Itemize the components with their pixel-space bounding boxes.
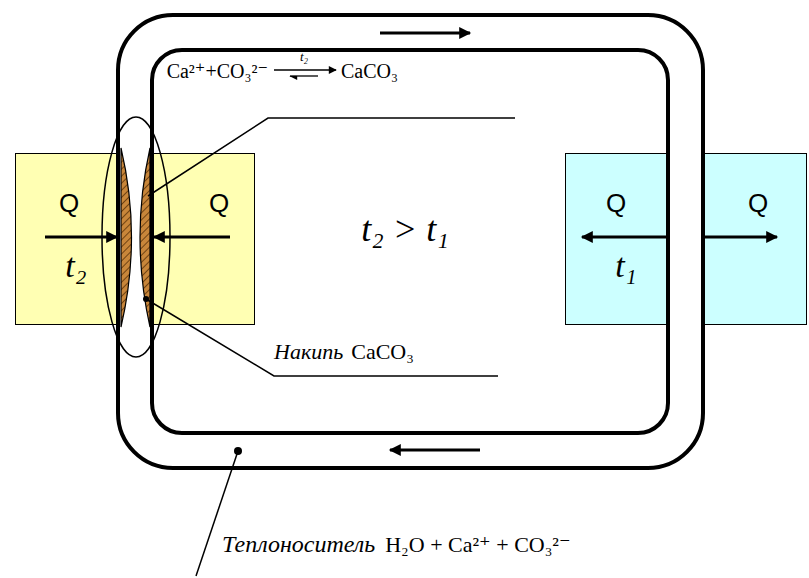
heat-arrow	[703, 236, 777, 239]
temperature-relation: t₂ > t₁	[361, 209, 448, 250]
cold-zone: Q Qt₁	[565, 153, 807, 325]
reaction-condition: t₂	[300, 50, 308, 65]
flow-arrow	[380, 32, 470, 35]
zone-ellipse	[102, 117, 170, 357]
temperature-label: t₂	[65, 246, 86, 285]
hot-zone: Q Qt₂	[15, 153, 255, 325]
scale-deposit	[140, 148, 150, 327]
flow-arrow	[390, 449, 480, 452]
heat-arrow	[582, 236, 668, 239]
leader-line	[148, 118, 515, 196]
heat-label: Q	[59, 189, 79, 219]
leader-line	[196, 451, 238, 576]
pipe-loop	[118, 15, 703, 468]
coolant-formula: H₂O + Ca²⁺ + CO₃²⁻	[385, 532, 570, 557]
reaction-arrow	[290, 75, 318, 76]
reaction-text: CaCO₃	[341, 60, 398, 83]
heat-label: Q	[209, 189, 229, 219]
heat-arrow	[154, 236, 230, 239]
leader-dot	[143, 296, 149, 302]
leader-line	[146, 299, 498, 376]
heat-arrow	[45, 236, 117, 239]
coolant-label: Теплоноситель	[222, 531, 375, 559]
leader-dot	[234, 447, 242, 455]
scale-deposit	[121, 148, 132, 327]
reaction-arrow	[274, 69, 336, 70]
heat-label: Q	[606, 189, 626, 219]
scale-label: Накипь	[274, 339, 343, 364]
heat-label: Q	[748, 189, 768, 219]
scale-formula: CaCO₃	[351, 339, 414, 364]
reaction-text: Ca²⁺+CO₃²⁻	[167, 60, 268, 83]
temperature-label: t₁	[615, 246, 636, 285]
